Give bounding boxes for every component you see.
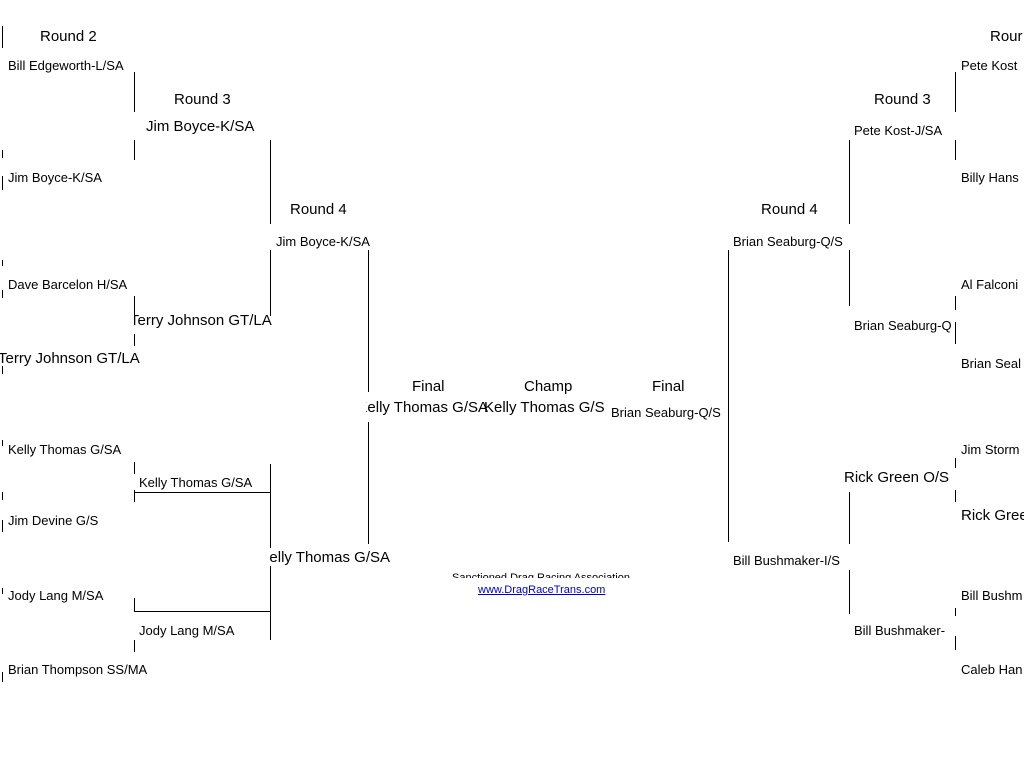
round4-left-entry-2: Kelly Thomas G/SA [270,549,390,566]
bracket-line [849,250,850,306]
bracket-line [849,570,850,614]
bracket-line [134,296,135,318]
bracket-line [134,462,135,474]
bracket-line [955,636,956,650]
bracket-line [955,296,956,310]
round2-right-entry-8: Caleb Han [961,662,1023,677]
round2-header-right: Rour [990,28,1023,45]
round2-left-entry-5: Kelly Thomas G/SA [8,442,122,457]
round2-right-entry-3: Al Falconi [961,277,1019,292]
bracket-line [955,72,956,112]
bracket-line [134,640,135,652]
bracket-line [2,520,3,532]
bracket-line [134,611,270,612]
bracket-line [849,492,850,544]
bracket-line [134,490,135,502]
final-header-left: Final [412,378,445,395]
bracket-line [2,672,3,682]
round2-left-entry-6: Jim Devine G/S [8,513,99,528]
round3-right-entry-1: Pete Kost-J/SA [854,123,943,138]
bracket-line [134,72,135,112]
bracket-line [368,422,369,544]
bracket-line [2,176,3,190]
final-right-winner: Brian Seaburg-Q/S [611,405,721,420]
footer-partial-text: Sanctioned Drag Racing Association [452,572,630,578]
round2-left-entry-8: Brian Thompson SS/MA [8,662,148,677]
bracket-line [955,608,956,616]
bracket-line [270,140,271,224]
round2-right-entry-1: Pete Kost [961,58,1018,73]
final-header-right: Final [652,378,685,395]
bracket-line [955,322,956,344]
round2-header-left: Round 2 [40,28,97,45]
round2-left-entry-7: Jody Lang M/SA [8,588,104,603]
bracket-line [368,250,369,392]
round3-right-entry-2: Brian Seaburg-Q [854,318,952,333]
round2-left-entry-3: Dave Barcelon H/SA [8,277,128,292]
bracket-line [955,458,956,468]
bracket-line [2,290,3,298]
round2-right-entry-7: Bill Bushm [961,588,1023,603]
round3-left-entry-2: Terry Johnson GT/LA [134,312,272,329]
round2-left-entry-2: Jim Boyce-K/SA [8,170,102,185]
bracket-line [270,566,271,640]
bracket-line [134,140,135,160]
round4-right-entry-2: Bill Bushmaker-I/S [733,553,840,568]
round3-header-right: Round 3 [874,91,931,108]
round3-right-entry-4: Bill Bushmaker- [854,623,946,638]
bracket-line [2,260,3,266]
bracket-line [2,26,3,48]
round2-right-entry-4: Brian Seal [961,356,1021,371]
bracket-line [134,334,135,346]
round2-left-entry-1: Bill Edgeworth-L/SA [8,58,124,73]
round3-left-entry-3: Kelly Thomas G/SA [139,475,253,490]
bracket-line [134,598,135,612]
bracket-line [134,492,270,493]
bracket-line [955,140,956,160]
bracket-line [849,140,850,224]
round4-header-right: Round 4 [761,201,818,218]
round3-left-entry-1: Jim Boyce-K/SA [146,118,255,135]
bracket-line [2,366,3,374]
round2-left-entry-4: Terry Johnson GT/LA [0,350,140,367]
round4-header-left: Round 4 [290,201,347,218]
round4-right-entry-1: Brian Seaburg-Q/S [733,234,843,249]
bracket-line [2,588,3,594]
bracket-line [728,250,729,542]
bracket-line [2,492,3,500]
champ-header: Champ [524,378,573,395]
round3-left-entry-4: Jody Lang M/SA [139,623,235,638]
site-link[interactable]: www.DragRaceTrans.com [478,584,606,596]
final-left-winner: Kelly Thomas G/SA [366,399,488,416]
round2-right-entry-5: Jim Storm [961,442,1020,457]
bracket-line [2,150,3,158]
round3-right-entry-3: Rick Green O/S [844,469,950,486]
bracket-line [2,440,3,446]
bracket-line [270,464,271,548]
bracket-line [955,490,956,502]
round2-right-entry-2: Billy Hans [961,170,1019,185]
round2-right-entry-6: Rick Gree [961,507,1024,524]
champion-name: Kelly Thomas G/S [484,399,605,416]
bracket-line [270,250,271,316]
round4-left-entry-1: Jim Boyce-K/SA [276,234,370,249]
round3-header-left: Round 3 [174,91,231,108]
